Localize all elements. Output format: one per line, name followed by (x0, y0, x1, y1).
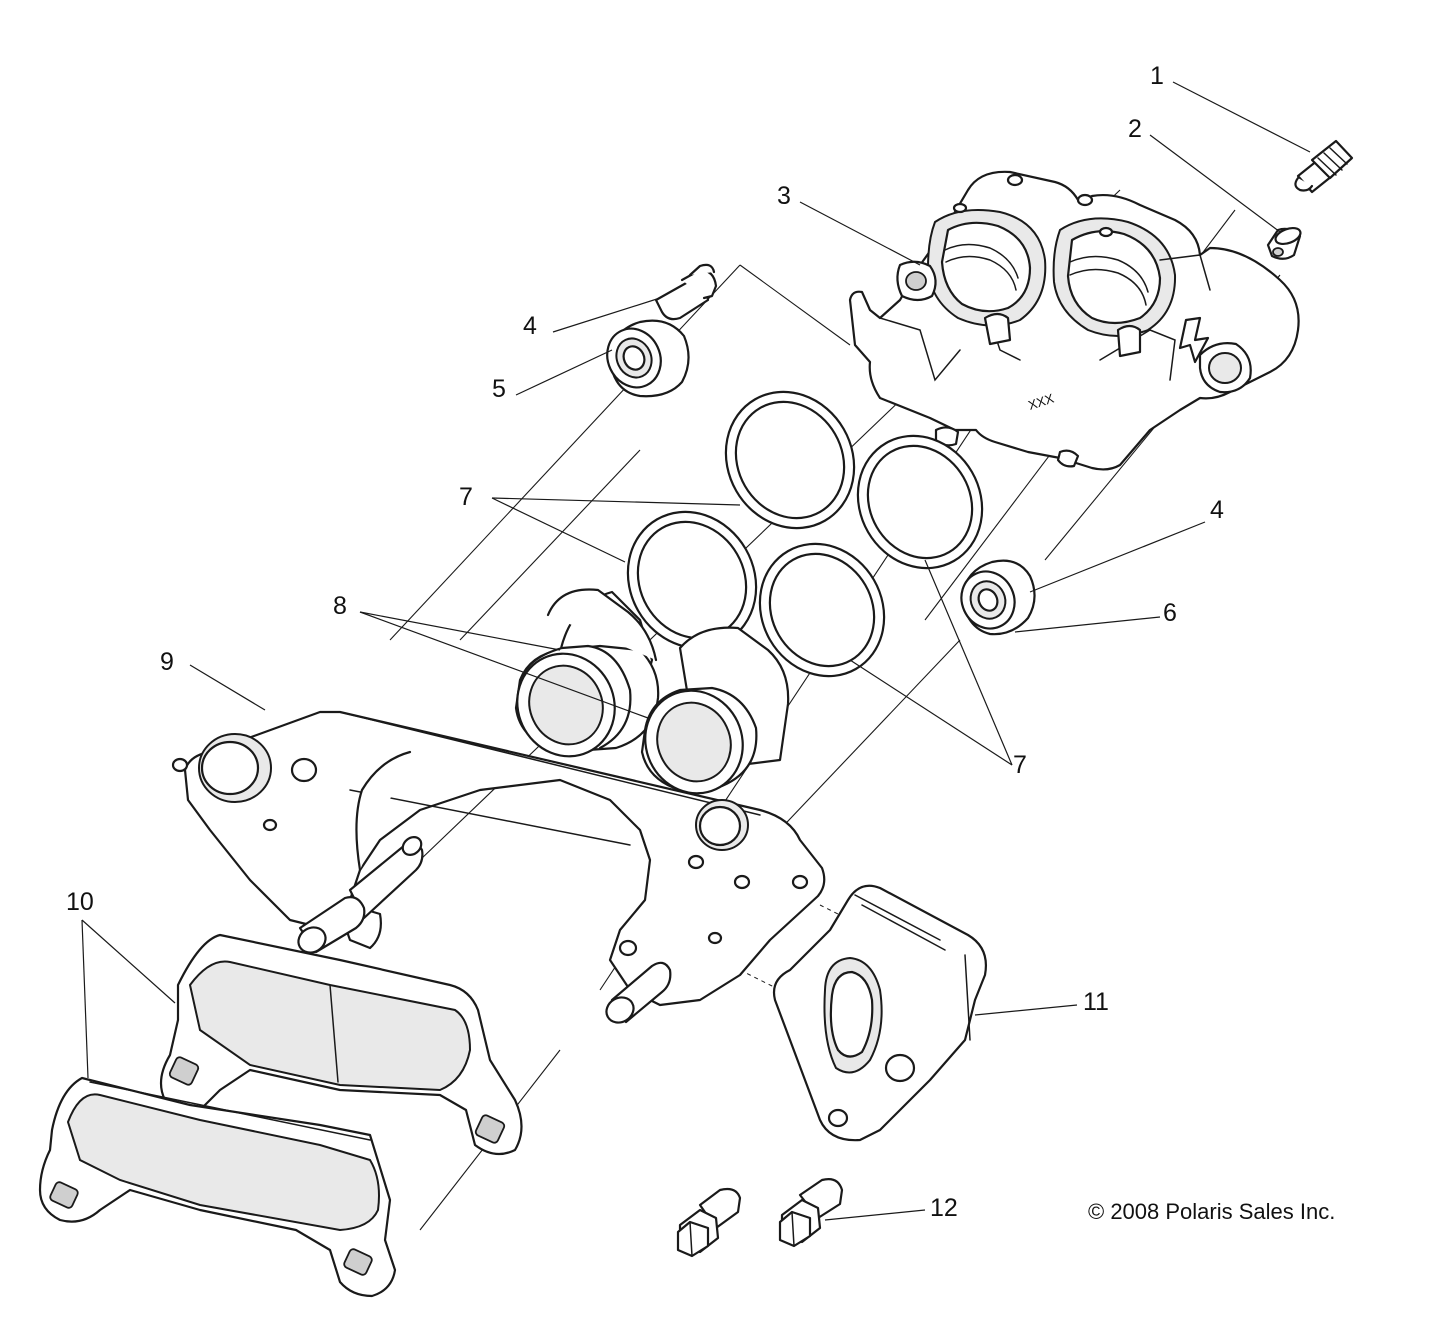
guide-pin (654, 263, 718, 321)
callout-3: 3 (777, 182, 791, 210)
callout-10: 10 (66, 888, 94, 916)
callout-leaders (81, 81, 1311, 1221)
callout-8: 8 (333, 592, 347, 620)
bleeder-cap (1266, 226, 1302, 260)
callout-4-guide-pin: 4 (523, 312, 537, 340)
piston-seals (626, 390, 984, 678)
bracket-bolts (676, 1178, 844, 1258)
callout-11: 11 (1083, 988, 1109, 1016)
brake-pads (38, 933, 523, 1298)
bleeder-screw (1294, 139, 1354, 194)
callout-12: 12 (930, 1194, 958, 1222)
callout-7-upper: 7 (459, 483, 473, 511)
callout-9: 9 (160, 648, 174, 676)
callout-1: 1 (1150, 62, 1164, 90)
pistons (514, 588, 790, 795)
bracket-slide-pins (297, 836, 672, 1024)
copyright-notice: © 2008 Polaris Sales Inc. (1088, 1199, 1336, 1224)
pad-retainer-spring (772, 884, 987, 1142)
callout-7-lower: 7 (1013, 751, 1027, 779)
callout-6: 6 (1163, 599, 1177, 627)
caliper-bracket (171, 710, 826, 1007)
callout-5: 5 (492, 375, 506, 403)
caliper-bushing (960, 559, 1036, 636)
caliper-body: XXX (848, 170, 1300, 471)
callout-2: 2 (1128, 115, 1142, 143)
pin-bushing (606, 319, 690, 398)
callout-4-bushing: 4 (1210, 496, 1224, 524)
